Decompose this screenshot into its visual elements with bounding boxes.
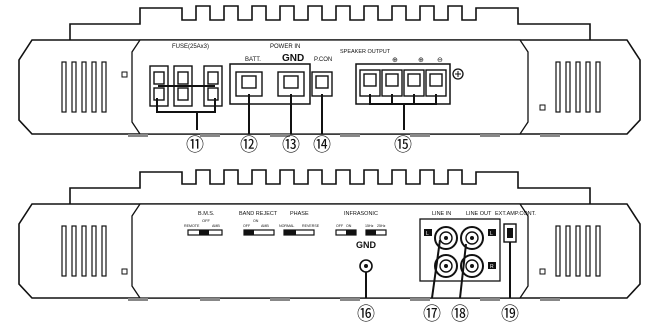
- callout-12: ⑫: [240, 135, 258, 155]
- top-amplifier: FUSE(25Ax3) POWER IN BATT. GND P.CON: [18, 5, 641, 137]
- line-out-l-tag: [488, 229, 496, 236]
- bottom-right-screw: [539, 268, 546, 275]
- fuse-label: FUSE(25Ax3): [172, 44, 209, 50]
- callout-11: ⑪: [186, 135, 204, 155]
- speaker-output-label: SPEAKER OUTPUT: [340, 49, 391, 55]
- line-out-l-text: L: [490, 231, 493, 237]
- bottom-amplifier: B.M.S. OFF REMOTE AMB BAND REJECT OFF ON…: [18, 169, 641, 301]
- infrasonic-on-label: ON: [346, 224, 352, 228]
- rca-panel: [419, 218, 501, 282]
- phase-normal-label: NORMAL: [279, 224, 294, 228]
- pcon-label: P.CON: [314, 57, 332, 63]
- callout-13: ⑬: [282, 135, 300, 155]
- top-heatsink-outline: [69, 5, 591, 40]
- ext-amp-cont-terminal[interactable]: [503, 223, 517, 243]
- line-out-l-jack[interactable]: [460, 226, 484, 250]
- callout-15: ⑮: [394, 135, 412, 155]
- top-feet: [128, 134, 560, 137]
- band-reject-on-label: ON: [253, 219, 259, 223]
- infrasonic-onoff-switch[interactable]: [335, 229, 357, 236]
- infrasonic-off-label: OFF: [336, 224, 344, 228]
- band-reject-amb-label: AMB: [261, 224, 269, 228]
- band-reject-label: BAND REJECT: [239, 211, 278, 217]
- line-out-r-jack[interactable]: [460, 254, 484, 278]
- line-in-r-jack[interactable]: [434, 254, 458, 278]
- top-right-screw: [539, 104, 546, 111]
- bottom-left-vents: [61, 225, 107, 277]
- top-left-vents: [61, 61, 107, 113]
- bms-off-label: OFF: [202, 218, 211, 223]
- speaker-plus-2: ⊕: [418, 57, 424, 64]
- line-out-r-tag: [488, 262, 496, 269]
- phase-label: PHASE: [290, 211, 309, 217]
- top-left-screw: [121, 71, 128, 78]
- bms-switch[interactable]: [187, 229, 223, 236]
- infrasonic-freq-switch[interactable]: [365, 229, 387, 236]
- infrasonic-25hz-label: 25Hz: [377, 224, 386, 228]
- callout-line-11: [156, 98, 216, 130]
- speaker-minus-1: ⊖: [437, 57, 443, 64]
- callout-16: ⑯: [357, 304, 375, 324]
- callout-line-17: [431, 239, 441, 299]
- ext-amp-cont-label: EXT.AMP.CONT.: [495, 211, 536, 217]
- power-in-label: POWER IN: [270, 44, 300, 50]
- fuse-block: [149, 65, 223, 107]
- batt-label: BATT.: [245, 57, 261, 63]
- bottom-feet: [128, 298, 560, 301]
- callout-17: ⑰: [423, 304, 441, 324]
- line-in-label: LINE IN: [432, 211, 451, 217]
- top-right-vents: [555, 61, 601, 113]
- gnd-top-label: GND: [282, 53, 304, 64]
- bottom-left-screw: [121, 268, 128, 275]
- bms-amb-label: AMB: [212, 224, 220, 228]
- band-reject-switch[interactable]: [243, 229, 275, 236]
- infrasonic-label: INFRASONIC: [344, 211, 378, 217]
- bms-remote-label: REMOTE: [184, 224, 200, 228]
- line-in-l-tag: [424, 229, 432, 236]
- speaker-plus-1: ⊕: [392, 57, 398, 64]
- infrasonic-15hz-label: 15Hz: [365, 224, 374, 228]
- callout-14: ⑭: [313, 135, 331, 155]
- gnd-terminal: [277, 71, 305, 97]
- line-out-label: LINE OUT: [466, 211, 492, 217]
- phase-switch[interactable]: [283, 229, 315, 236]
- pcon-terminal: [311, 71, 333, 97]
- callout-18: ⑱: [451, 304, 469, 324]
- bms-label: B.M.S.: [198, 211, 215, 217]
- callout-19: ⑲: [501, 304, 519, 324]
- callout-line-15: [369, 94, 437, 130]
- line-out-r-text: R: [490, 264, 494, 270]
- line-in-l-text: L: [426, 231, 429, 237]
- callout-line-18: [459, 243, 467, 299]
- phase-reverse-label: REVERSE: [302, 224, 320, 228]
- band-reject-off-label: OFF: [243, 224, 251, 228]
- bottom-heatsink-outline: [69, 169, 591, 204]
- batt-terminal: [235, 71, 263, 97]
- bottom-right-vents: [555, 225, 601, 277]
- speaker-terminals: [359, 69, 447, 97]
- gnd-bottom-label: GND: [356, 240, 377, 250]
